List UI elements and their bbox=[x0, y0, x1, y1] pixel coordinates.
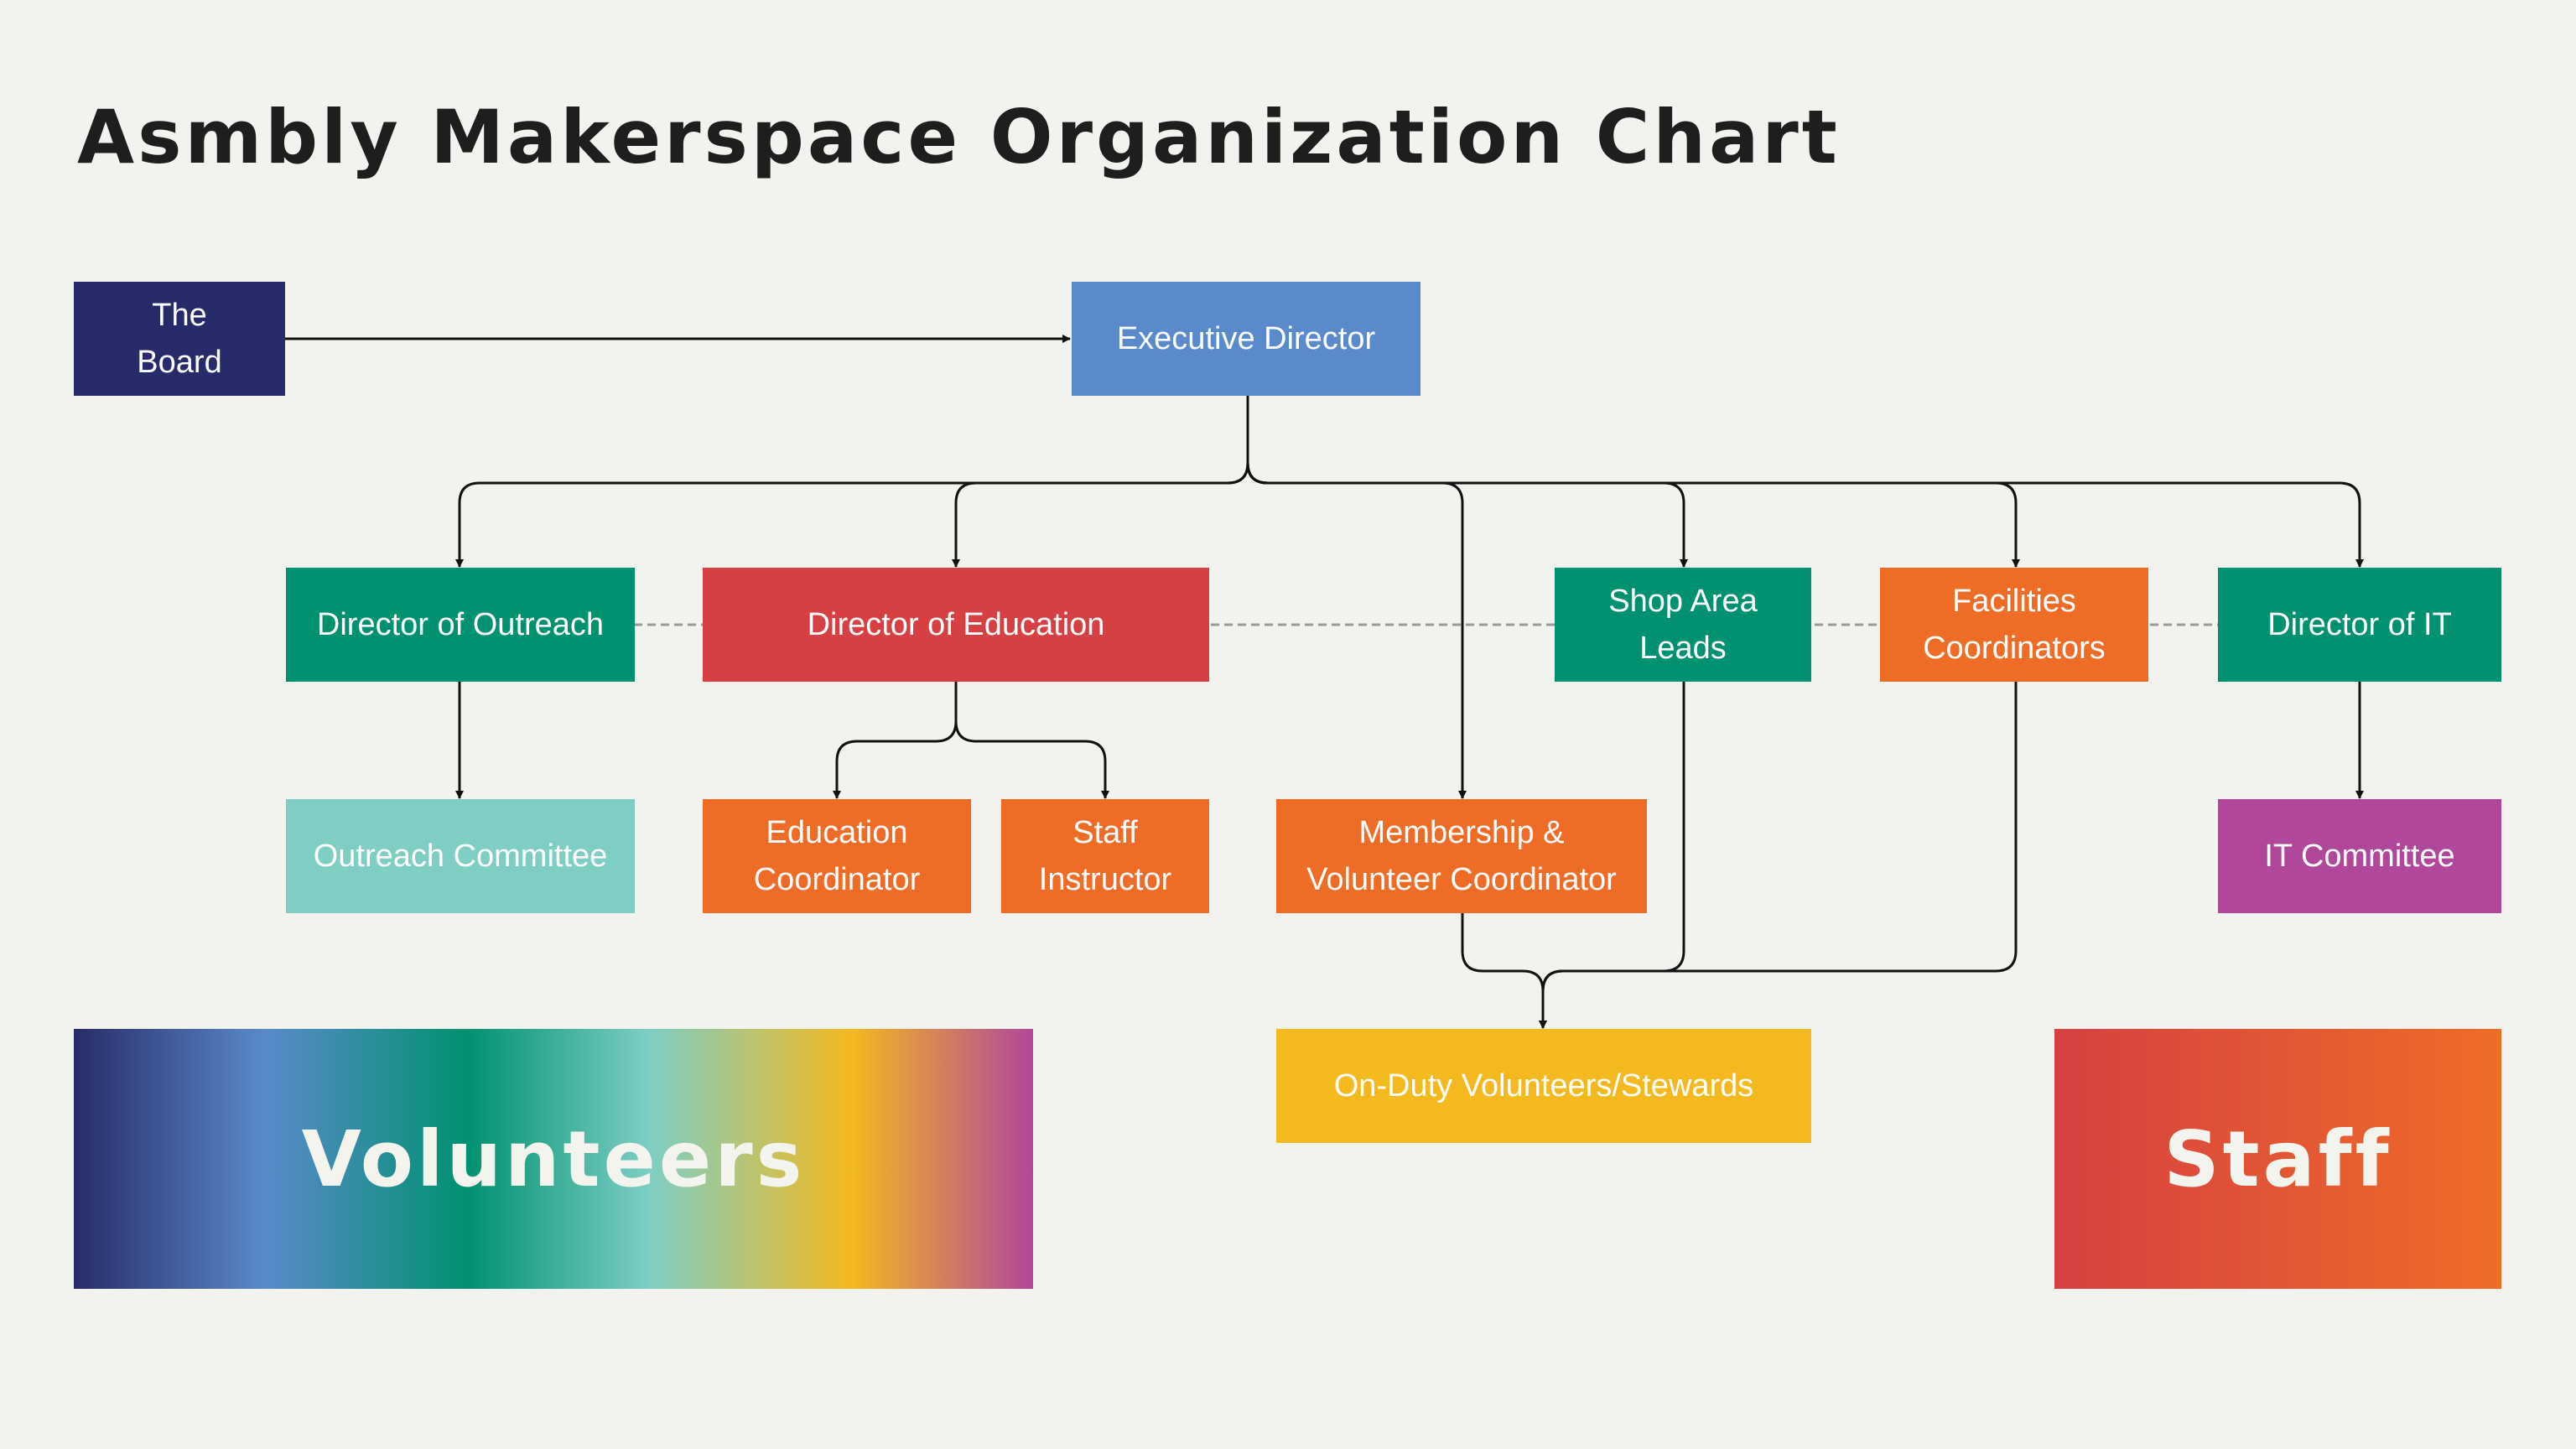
volunteers-legend-label: Volunteers bbox=[301, 1114, 806, 1204]
executive-to-membership-arrow bbox=[1246, 396, 1467, 799]
executive-to-shop-leads-arrow bbox=[1246, 396, 1688, 568]
on-duty-volunteers-box: On-Duty Volunteers/Stewards bbox=[1276, 1029, 1811, 1143]
education-coordinator-box: Education Coordinator bbox=[703, 799, 971, 913]
facilities-to-volunteers-arrow bbox=[1539, 681, 2018, 1029]
education-to-coordinator-arrow bbox=[833, 681, 958, 799]
facilities-coordinators-label: Facilities Coordinators bbox=[1923, 584, 2106, 666]
outreach-committee-box: Outreach Committee bbox=[286, 799, 635, 913]
membership-coordinator-box: Membership & Volunteer Coordinator bbox=[1276, 799, 1647, 913]
executive-director-box: Executive Director bbox=[1072, 282, 1420, 396]
staff-legend: Staff bbox=[2054, 1029, 2501, 1289]
volunteers-legend: Volunteers bbox=[74, 1029, 1033, 1289]
shop-area-leads-box: Shop Area Leads bbox=[1555, 568, 1811, 682]
executive-to-education-arrow bbox=[952, 396, 1249, 568]
on-duty-volunteers-label: On-Duty Volunteers/Stewards bbox=[1333, 1068, 1754, 1104]
executive-to-outreach-arrow bbox=[455, 396, 1249, 568]
director-outreach-box: Director of Outreach bbox=[286, 568, 635, 682]
director-education-box: Director of Education bbox=[703, 568, 1209, 682]
education-coordinator-label: Education Coordinator bbox=[753, 815, 921, 897]
staff-legend-label: Staff bbox=[2163, 1114, 2392, 1204]
it-committee-label: IT Committee bbox=[2264, 839, 2455, 874]
board-label: The Board bbox=[137, 298, 222, 380]
executive-to-it-arrow bbox=[1246, 396, 2364, 568]
page-title: Asmbly Makerspace Organization Chart bbox=[77, 94, 1841, 180]
director-outreach-label: Director of Outreach bbox=[316, 607, 605, 642]
shop-area-leads-label: Shop Area Leads bbox=[1608, 584, 1758, 666]
board-box: The Board bbox=[74, 282, 285, 396]
facilities-coordinators-box: Facilities Coordinators bbox=[1880, 568, 2148, 682]
director-it-label: Director of IT bbox=[2267, 607, 2452, 642]
staff-instructor-box: Staff Instructor bbox=[1001, 799, 1209, 913]
executive-director-label: Executive Director bbox=[1116, 321, 1376, 356]
executive-to-facilities-arrow bbox=[1246, 396, 2020, 568]
director-it-box: Director of IT bbox=[2218, 568, 2501, 682]
membership-coordinator-label: Membership & Volunteer Coordinator bbox=[1306, 815, 1617, 897]
it-committee-box: IT Committee bbox=[2218, 799, 2501, 913]
membership-to-volunteers-arrow bbox=[1461, 912, 1547, 1029]
staff-instructor-label: Staff Instructor bbox=[1038, 815, 1172, 897]
outreach-committee-label: Outreach Committee bbox=[313, 839, 608, 874]
education-to-instructor-arrow bbox=[954, 681, 1109, 799]
director-education-label: Director of Education bbox=[807, 607, 1105, 642]
